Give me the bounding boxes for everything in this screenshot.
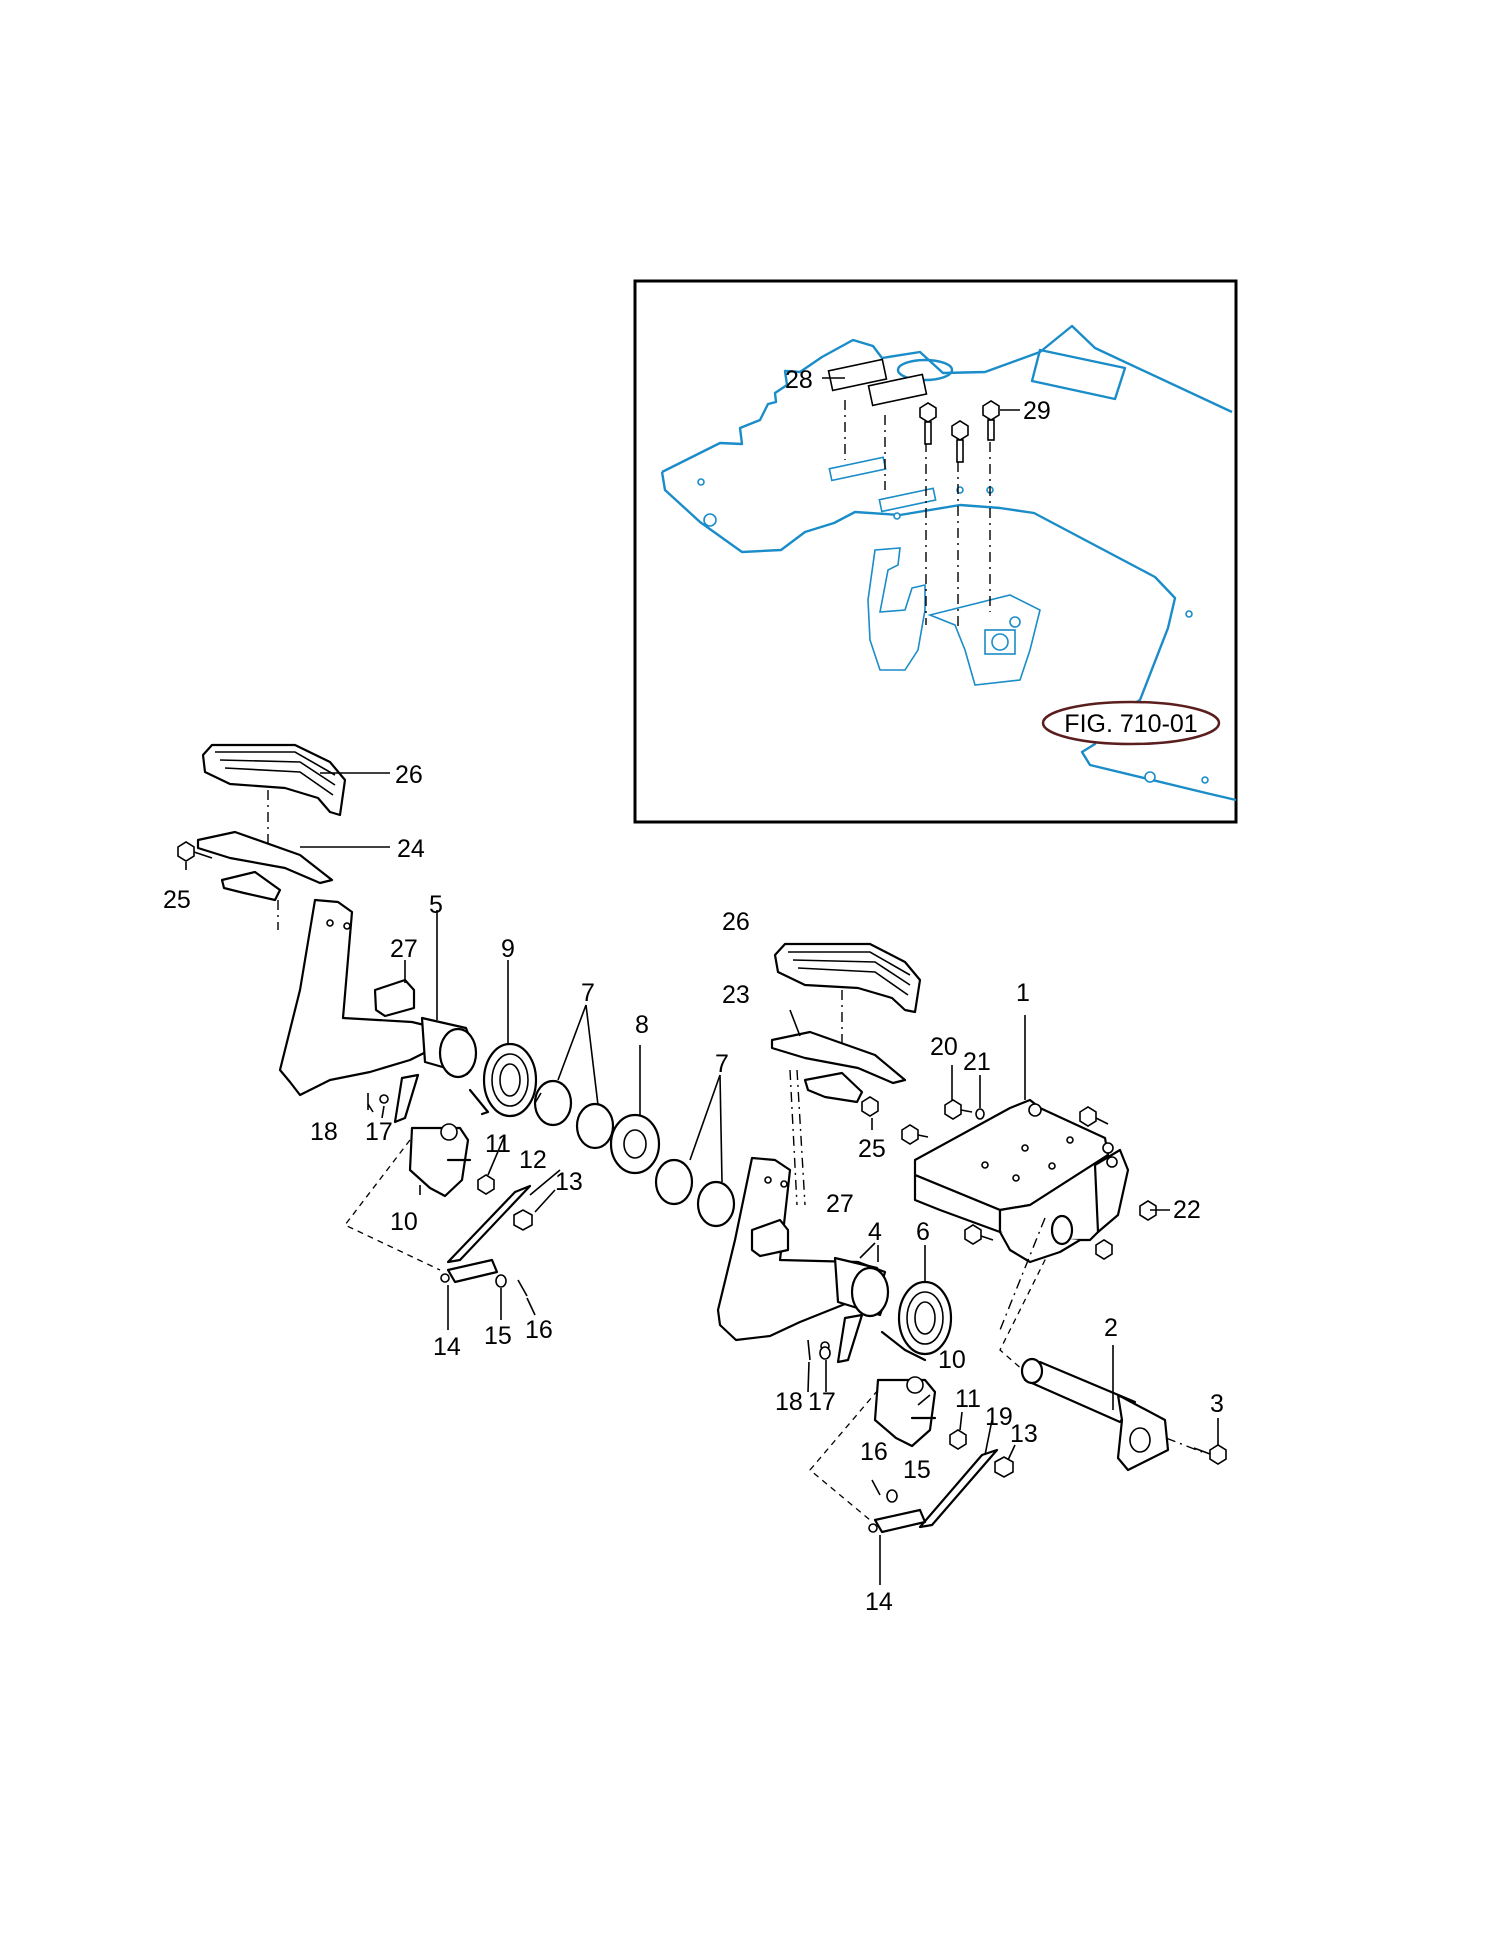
leader-lines: [185, 772, 1219, 1585]
bracket-and-shaft: [901, 1098, 1227, 1472]
callout-2: 2: [1104, 1314, 1118, 1342]
callout-13-right: 13: [1010, 1420, 1038, 1448]
bumper-27: [373, 978, 416, 1018]
bolt-bracket-top: [1079, 1106, 1109, 1127]
callout-10-right: 10: [938, 1346, 966, 1374]
link-12: [446, 1184, 532, 1264]
callout-6: 6: [916, 1218, 930, 1246]
callout-16-left: 16: [525, 1316, 553, 1344]
callout-25-right: 25: [858, 1135, 886, 1163]
callout-26-left: 26: [395, 761, 423, 789]
pivot-shaft-2: [1020, 1357, 1170, 1472]
callout-5: 5: [429, 891, 443, 919]
callout-25-left: 25: [163, 886, 191, 914]
left-pedal-assembly: [177, 743, 661, 1297]
callout-7-left: 7: [581, 979, 595, 1007]
bushing-7-right: [654, 1158, 736, 1228]
lever-10-left: [408, 1123, 472, 1198]
pin-14-left: [440, 1258, 499, 1284]
callout-11-left: 11: [485, 1130, 511, 1158]
inset-callout-lines: [822, 358, 1020, 630]
callout-7-right: 7: [715, 1050, 729, 1078]
callout-19: 19: [985, 1403, 1013, 1431]
pedal-arm-4: [716, 1156, 890, 1364]
washer-15-right: [886, 1489, 898, 1503]
callout-23: 23: [722, 981, 750, 1009]
inset-bolt: [919, 402, 937, 445]
inset-pedal-assembly: [867, 547, 1041, 686]
bolt-3: [1193, 1444, 1227, 1465]
cotter-pin-16-left: [517, 1279, 528, 1297]
floor-plate-outline: [660, 324, 1237, 802]
nut-22: [1139, 1200, 1157, 1221]
lever-10-right: [873, 1376, 937, 1448]
cotter-pin-18-right: [807, 1339, 811, 1361]
callout-26-right: 26: [722, 908, 750, 936]
callout-15-left: 15: [484, 1322, 512, 1350]
callout-1: 1: [1016, 979, 1030, 1007]
callout-22: 22: [1173, 1196, 1201, 1224]
callout-12: 12: [519, 1146, 547, 1174]
bolt-25: [861, 1096, 879, 1117]
nut-11-left: [477, 1174, 495, 1195]
callout-9: 9: [501, 935, 515, 963]
right-pedal-assembly: [654, 942, 1061, 1534]
callout-29: 29: [1023, 397, 1051, 425]
callout-17-right: 17: [808, 1388, 836, 1416]
washer-8: [609, 1113, 661, 1175]
callout-11-right: 11: [955, 1385, 981, 1413]
inset-frame: [633, 279, 1238, 824]
cotter-pin-16-right: [871, 1479, 881, 1496]
callout-4: 4: [868, 1218, 882, 1246]
bolt-20: [944, 1099, 973, 1120]
inset-bolt: [951, 420, 969, 463]
nut-bracket-lower: [1095, 1239, 1113, 1260]
pedal-plate-23: [770, 1030, 907, 1104]
fig-reference-text: FIG. 710-01: [1064, 710, 1197, 738]
pedal-plate-24: [196, 830, 334, 902]
callout-20: 20: [930, 1033, 958, 1061]
pedal-pad-26: [201, 743, 347, 817]
callout-10-left: 10: [390, 1208, 418, 1236]
bolt-bracket-lower: [964, 1224, 994, 1245]
callout-27-left: 27: [390, 935, 418, 963]
callout-14-right: 14: [865, 1588, 893, 1616]
washer-21: [975, 1108, 985, 1120]
spring-9: [468, 1042, 538, 1118]
callout-28: 28: [785, 366, 813, 394]
pedal-arm-5: [278, 898, 478, 1124]
inset-bolt: [982, 400, 1000, 441]
callout-15-right: 15: [903, 1456, 931, 1484]
callout-24: 24: [397, 835, 425, 863]
callout-3: 3: [1210, 1390, 1224, 1418]
spring-6: [880, 1280, 953, 1362]
fig-reference-badge: FIG. 710-01: [1041, 700, 1221, 746]
nut-11-right: [949, 1429, 967, 1450]
nut-13-left: [513, 1209, 533, 1231]
callout-labels: 26 24 25 5 27 9 7 8 7 18 17 11 12 13 10 …: [163, 366, 1224, 1616]
callout-18-right: 18: [775, 1388, 803, 1416]
inset-view: FIG. 710-01: [633, 279, 1238, 824]
bumper-27: [750, 1218, 790, 1258]
link-19: [918, 1448, 999, 1529]
bushing-7-left: [533, 1079, 615, 1150]
washer-17-right: [819, 1346, 831, 1360]
callout-16-right: 16: [860, 1438, 888, 1466]
mounting-bracket-1: [913, 1098, 1130, 1264]
pedal-pad-26: [773, 942, 922, 1014]
pin-14-right: [868, 1508, 927, 1534]
bolt-25: [177, 841, 213, 862]
washer-15-left: [495, 1274, 507, 1288]
callout-13-left: 13: [555, 1168, 583, 1196]
nut-13-right: [994, 1456, 1014, 1478]
callout-27-right: 27: [826, 1190, 854, 1218]
callout-17-left: 17: [365, 1118, 393, 1146]
callout-21: 21: [963, 1048, 991, 1076]
callout-18-left: 18: [310, 1118, 338, 1146]
bolt-bracket-left: [901, 1124, 929, 1145]
callout-14-left: 14: [433, 1333, 461, 1361]
callout-8: 8: [635, 1011, 649, 1039]
